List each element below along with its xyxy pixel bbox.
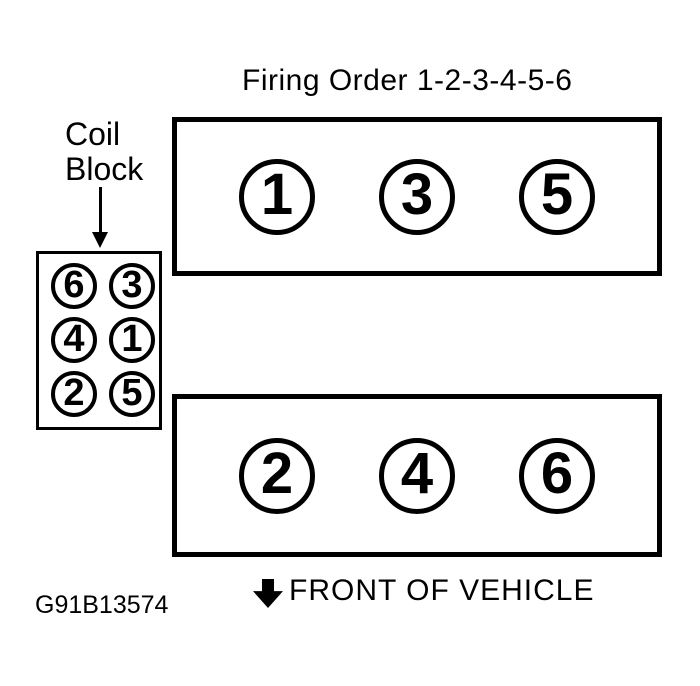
coil-terminal: 3 (109, 263, 155, 309)
coil-terminal: 5 (109, 371, 155, 417)
diagram-title: Firing Order 1-2-3-4-5-6 (242, 64, 573, 97)
coil-terminal: 2 (51, 371, 97, 417)
coil-block-label-line2: Block (65, 151, 144, 187)
coil-block: 6 3 4 1 2 5 (36, 251, 162, 430)
front-of-vehicle-arrow-icon (253, 579, 283, 608)
cylinder: 3 (379, 158, 455, 235)
coil-terminal: 6 (51, 263, 97, 309)
front-of-vehicle-label: FRONT OF VEHICLE (289, 574, 595, 607)
coil-block-arrow-stem (99, 187, 102, 234)
coil-block-label: Coil Block (65, 117, 143, 187)
reference-code: G91B13574 (35, 591, 169, 619)
coil-terminal: 1 (109, 317, 155, 363)
cylinder: 1 (239, 158, 315, 235)
cylinder-bank-rear: 1 3 5 (172, 117, 662, 276)
cylinder: 4 (379, 437, 455, 514)
coil-terminal: 4 (51, 317, 97, 363)
coil-block-label-line1: Coil (65, 116, 121, 152)
coil-block-arrow-icon (92, 232, 108, 248)
cylinder: 6 (519, 437, 595, 514)
cylinder: 2 (239, 437, 315, 514)
cylinder: 5 (519, 158, 595, 235)
cylinder-bank-front: 2 4 6 (172, 394, 662, 557)
